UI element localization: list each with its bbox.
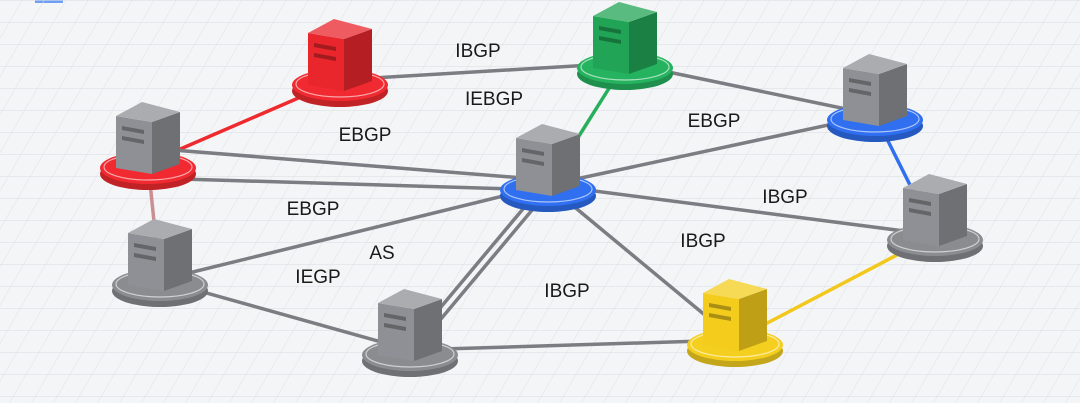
link-left-upper-center	[146, 176, 550, 192]
server-node-green-top[interactable]	[577, 2, 673, 90]
server-icon	[843, 68, 879, 126]
server-icon	[128, 233, 164, 291]
server-node-left-lower[interactable]	[112, 219, 208, 307]
server-icon	[516, 138, 552, 196]
edge-label: EBGP	[286, 199, 340, 220]
edge-label: IBGP	[544, 281, 590, 302]
server-node-yellow[interactable]	[687, 279, 783, 367]
edge-label: IEBGP	[464, 89, 524, 110]
server-icon	[308, 33, 344, 91]
server-node-bottom[interactable]	[362, 289, 458, 377]
edge-label: AS	[369, 243, 395, 264]
link-right-upper-center	[546, 113, 877, 187]
edge-label: EBGP	[687, 111, 741, 132]
edge-label: IEGP	[295, 267, 341, 288]
link-left-upper-center	[146, 146, 550, 182]
edge-label: EBGP	[338, 125, 392, 146]
server-icon	[593, 16, 629, 74]
edge-label: IBGP	[680, 231, 726, 252]
server-icon	[378, 303, 414, 361]
server-icon	[903, 188, 939, 246]
server-node-left-upper[interactable]	[100, 102, 196, 190]
server-icon	[116, 116, 152, 174]
server-icon	[703, 293, 739, 351]
link-bottom-yellow	[408, 338, 737, 352]
edge-label: IBGP	[455, 41, 501, 62]
link-center-right-lower	[546, 183, 937, 237]
edge-label: IBGP	[762, 187, 808, 208]
link-left-lower-center	[158, 183, 550, 282]
server-node-right-lower[interactable]	[887, 174, 983, 262]
server-node-center[interactable]	[500, 124, 596, 212]
server-node-red-top[interactable]	[292, 19, 388, 107]
server-node-right-upper[interactable]	[827, 54, 923, 142]
